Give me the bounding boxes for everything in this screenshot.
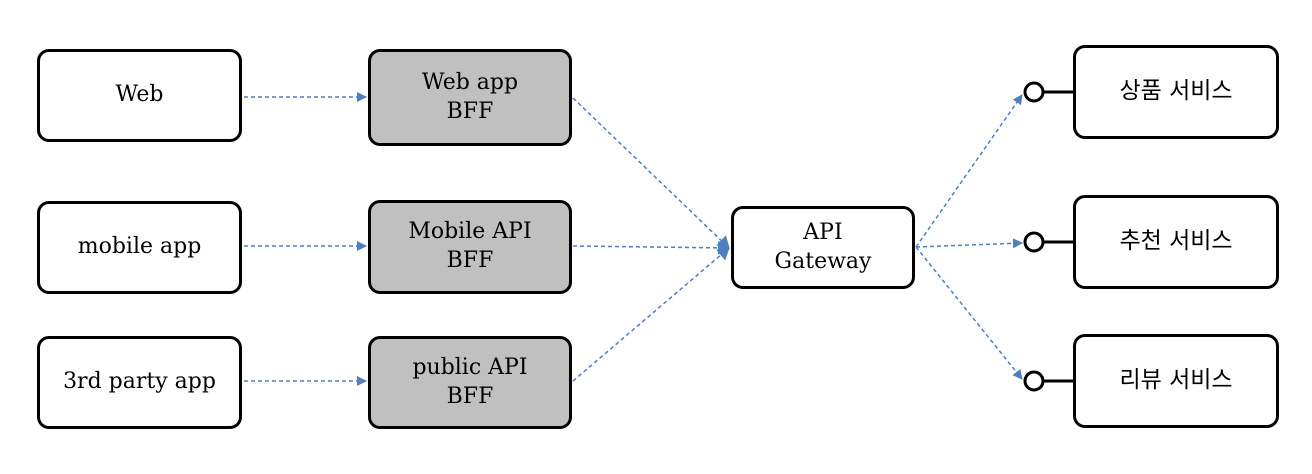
bff-web-label-line2: BFF [446, 98, 494, 124]
bff-mobile-node: Mobile API BFF [368, 200, 572, 294]
interface-recommend [1023, 231, 1073, 253]
review-service-label: 리뷰 서비스 [1119, 367, 1233, 394]
bff-public-node: public API BFF [368, 336, 572, 429]
gateway-label-line2: Gateway [774, 248, 872, 274]
client-web-label: Web [115, 82, 164, 108]
arrow-gateway-to-recommend [915, 238, 1023, 249]
client-web-node: Web [37, 49, 242, 142]
arrow-mobilebff-to-gateway [572, 240, 730, 255]
arrow-publicbff-to-gateway [572, 247, 730, 382]
arrow-gateway-to-product [915, 94, 1023, 248]
bff-public-label-line1: public API [412, 354, 528, 380]
client-thirdparty-label: 3rd party app [63, 369, 216, 395]
arrow-gateway-to-review [915, 246, 1023, 380]
bff-web-node: Web app BFF [368, 49, 572, 146]
api-gateway-node: API Gateway [731, 206, 915, 289]
recommend-service-node: 추천 서비스 [1073, 195, 1279, 289]
client-mobile-label: mobile app [77, 234, 202, 260]
interface-product [1023, 81, 1073, 103]
product-service-label: 상품 서비스 [1119, 78, 1233, 105]
bff-public-label-line2: BFF [446, 383, 494, 409]
recommend-service-label: 추천 서비스 [1119, 228, 1233, 255]
gateway-label-line1: API [803, 219, 843, 245]
review-service-node: 리뷰 서비스 [1073, 334, 1279, 428]
arrow-webbff-to-gateway [572, 97, 730, 249]
interface-review [1023, 370, 1073, 392]
bff-mobile-label-line1: Mobile API [408, 219, 532, 245]
client-thirdparty-node: 3rd party app [37, 336, 242, 429]
product-service-node: 상품 서비스 [1073, 45, 1279, 139]
bff-mobile-label-line2: BFF [446, 248, 494, 273]
bff-web-label-line1: Web app [421, 69, 519, 95]
client-mobile-node: mobile app [37, 201, 242, 294]
